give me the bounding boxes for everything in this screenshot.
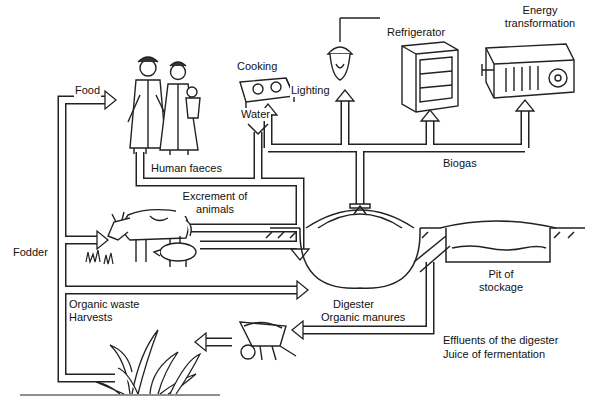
grass — [20, 250, 220, 395]
caption-label: Harvests — [68, 311, 113, 324]
caption-label: Cooking — [236, 60, 278, 73]
water-inlet — [248, 124, 268, 134]
caption-label: Biogas — [442, 157, 478, 170]
crop-plants — [96, 330, 200, 394]
family-figure — [128, 57, 200, 155]
caption-label: Pit of stockage — [470, 268, 532, 294]
biogas-lamp — [328, 18, 380, 80]
caption-label: Effluents of the digester — [442, 334, 559, 347]
engine — [482, 44, 574, 98]
caption-label: Juice of fermentation — [442, 348, 546, 361]
caption-label: Organic waste — [68, 298, 140, 311]
caption-label: Digester — [332, 298, 375, 311]
cooking-stove — [240, 78, 294, 108]
caption-label: Fodder — [12, 246, 49, 259]
caption-label: Excrement of animals — [176, 190, 254, 216]
caption-label: Refrigerator — [386, 26, 446, 39]
digester — [266, 204, 585, 288]
cow-and-pig — [108, 210, 196, 267]
wheelbarrow — [240, 322, 296, 360]
caption-label: Food — [74, 84, 101, 97]
caption-label: Lighting — [290, 84, 331, 97]
storage-pit — [440, 221, 556, 262]
refrigerator — [402, 42, 458, 112]
caption-label: Organic manures — [320, 311, 406, 324]
caption-label: Water — [240, 108, 271, 121]
caption-label: Human faeces — [150, 162, 223, 175]
caption-label: Energy transformation — [494, 4, 586, 30]
